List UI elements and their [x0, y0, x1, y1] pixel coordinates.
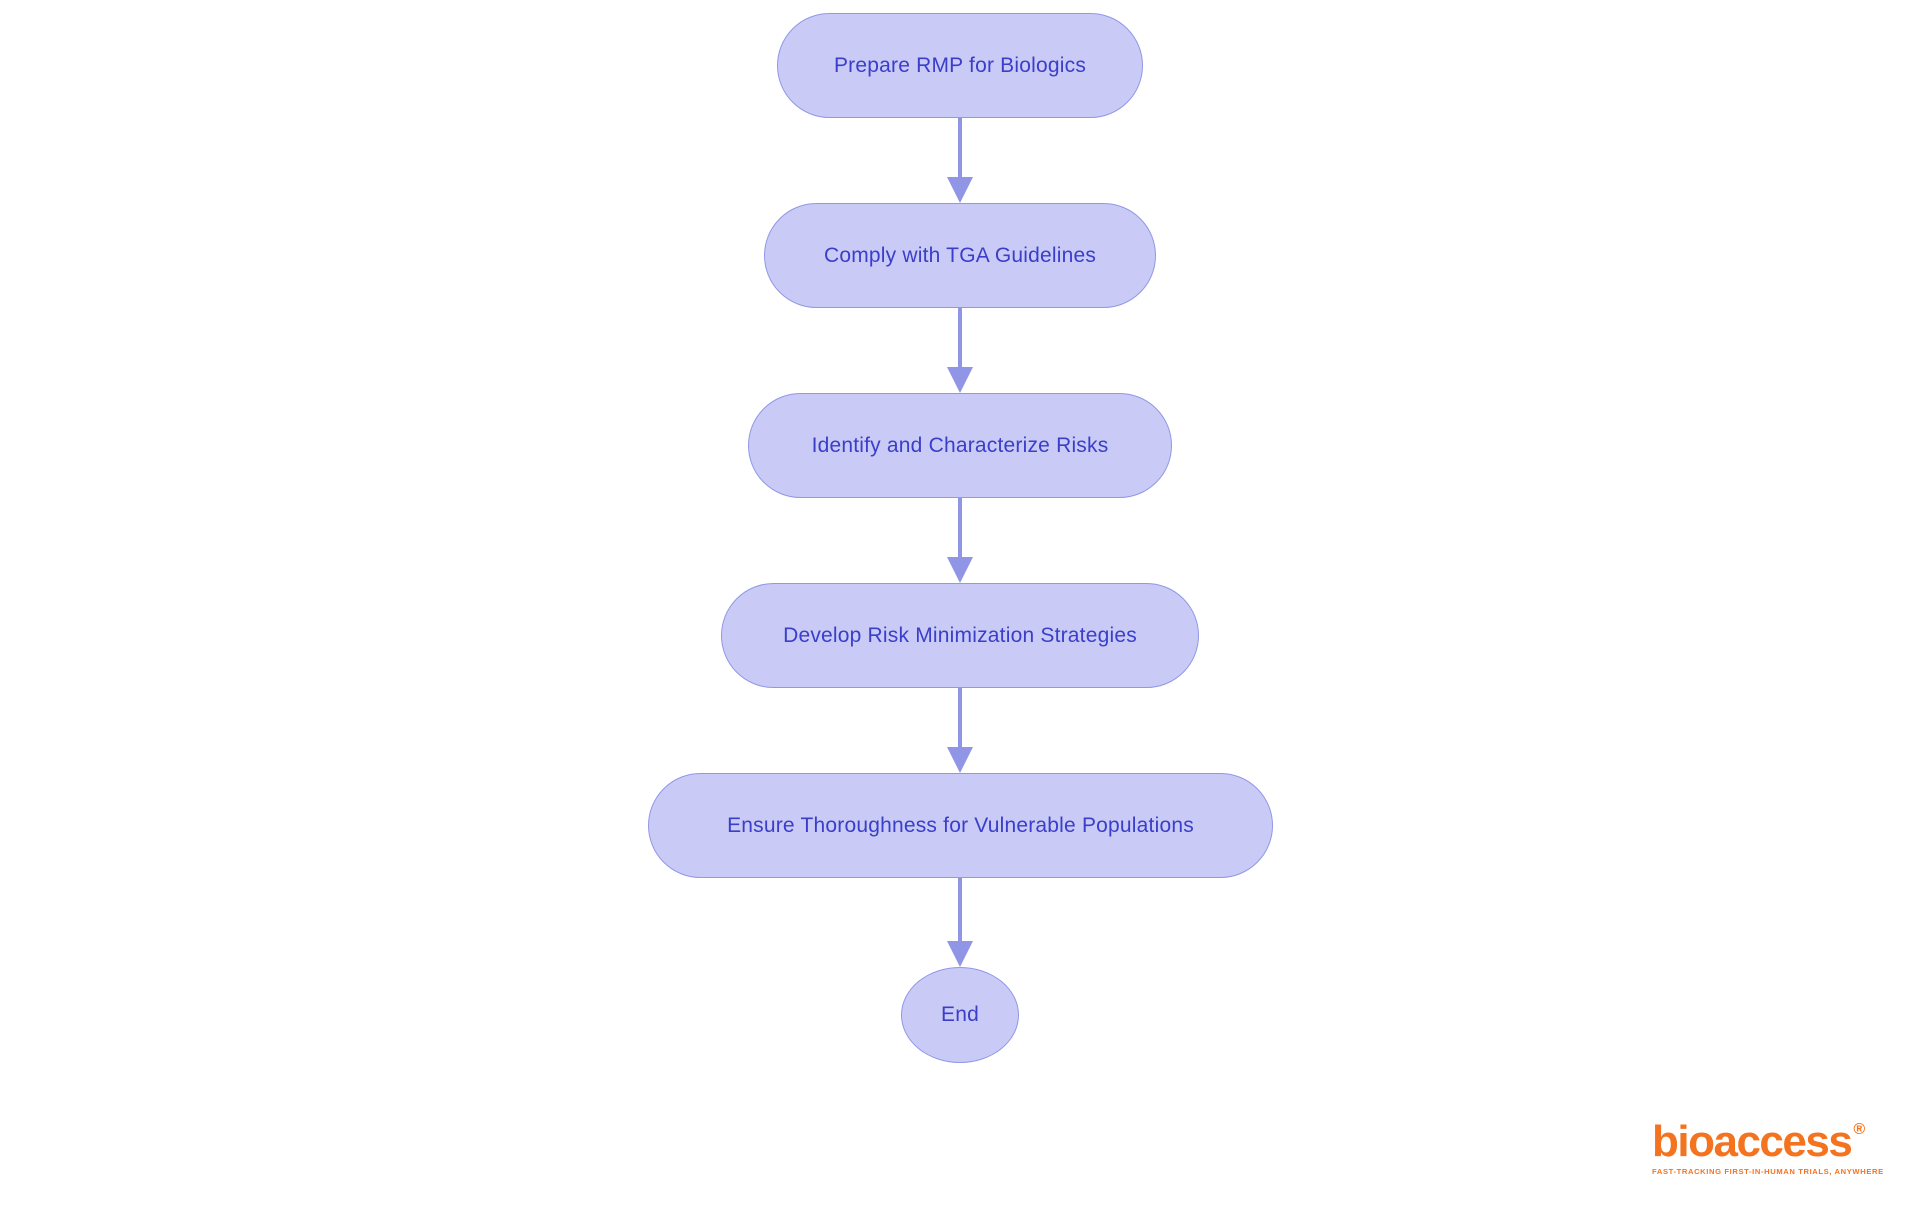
node-label: Develop Risk Minimization Strategies [783, 623, 1137, 647]
flow-node-prepare-rmp: Prepare RMP for Biologics [777, 13, 1143, 118]
node-label: End [941, 1003, 979, 1026]
arrow-line [958, 118, 962, 179]
logo-wordmark: bioaccess® [1652, 1117, 1892, 1166]
node-label: Ensure Thoroughness for Vulnerable Popul… [727, 813, 1194, 837]
registered-mark: ® [1853, 1121, 1866, 1139]
flow-node-vulnerable-populations: Ensure Thoroughness for Vulnerable Popul… [648, 773, 1273, 878]
logo-tagline: FAST-TRACKING FIRST-IN-HUMAN TRIALS, ANY… [1652, 1167, 1884, 1177]
arrow-head-icon [947, 367, 973, 393]
logo-text: bioaccess [1652, 1117, 1853, 1166]
flow-node-risk-minimization: Develop Risk Minimization Strategies [721, 583, 1199, 688]
arrow-head-icon [947, 177, 973, 203]
flow-node-end: End [901, 967, 1019, 1063]
arrow-line [958, 878, 962, 943]
flow-node-identify-risks: Identify and Characterize Risks [748, 393, 1172, 498]
arrow-head-icon [947, 941, 973, 967]
arrow-head-icon [947, 557, 973, 583]
arrow-line [958, 688, 962, 749]
arrow-line [958, 498, 962, 559]
arrow-line [958, 308, 962, 369]
node-label: Prepare RMP for Biologics [833, 53, 1087, 77]
bioaccess-logo: bioaccess® FAST-TRACKING FIRST-IN-HUMAN … [1652, 1117, 1892, 1177]
arrow-head-icon [947, 747, 973, 773]
node-label: Comply with TGA Guidelines [823, 243, 1097, 267]
node-label: Identify and Characterize Risks [811, 433, 1109, 457]
flow-node-comply-tga: Comply with TGA Guidelines [764, 203, 1156, 308]
